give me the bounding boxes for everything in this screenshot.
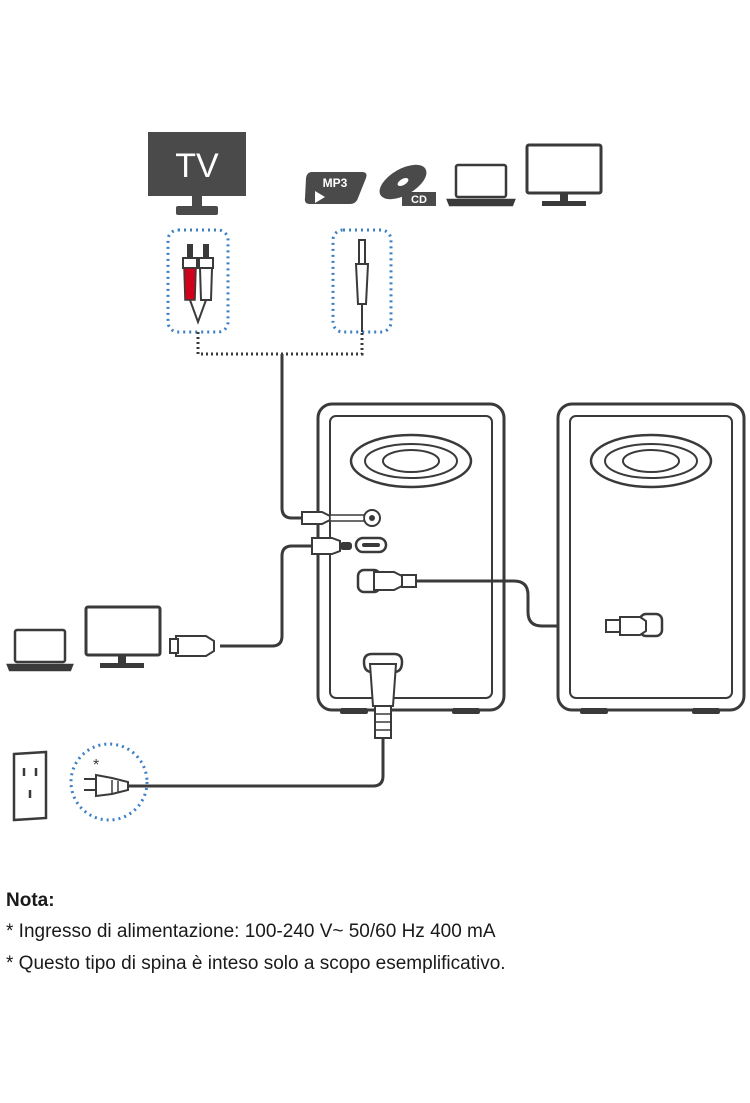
monitor-icon: [525, 143, 603, 206]
wall-outlet-icon: [12, 750, 48, 822]
mp3-label: MP3: [323, 176, 348, 190]
power-plug-icon: [84, 773, 129, 798]
plug-highlight-circle: [69, 742, 149, 822]
usb-a-plug: [169, 635, 215, 657]
note-line-plug: * Questo tipo di spina è inteso solo a s…: [6, 953, 506, 974]
power-plug-iec: [368, 663, 398, 739]
rca-cable-icon: [166, 228, 230, 334]
left-speaker-back: [316, 402, 506, 714]
laptop-icon-bottom: [6, 628, 74, 672]
aux-plug: [301, 511, 365, 525]
tv-icon: TV: [148, 132, 246, 215]
speaker-link-cable: [416, 579, 606, 628]
usb-c-plug: [311, 537, 352, 555]
cd-player-icon: CD: [379, 164, 436, 206]
right-speaker-back: [556, 402, 746, 714]
speaker-link-plug-right: [605, 616, 647, 636]
tv-label: TV: [175, 147, 219, 185]
connection-diagram: TV MP3 CD: [6, 132, 746, 822]
bass-port: [349, 433, 473, 489]
note-section: Nota: * Ingresso di alimentazione: 100-2…: [6, 890, 726, 983]
cd-label: CD: [411, 194, 427, 206]
laptop-icon: [446, 163, 516, 207]
cable-join-dotted: [196, 332, 364, 356]
monitor-icon-bottom: [84, 605, 162, 668]
usb-cable-line: [220, 544, 312, 648]
usb-c-port: [354, 536, 388, 554]
aux-cable-line: [280, 354, 302, 520]
note-title: Nota:: [6, 890, 55, 911]
aux-cable-icon: [331, 228, 393, 334]
speaker-link-plug-left: [373, 571, 417, 591]
note-line-power: * Ingresso di alimentazione: 100-240 V~ …: [6, 921, 496, 942]
outlet-asterisk: *: [93, 757, 99, 774]
mp3-player-icon: MP3: [304, 172, 367, 204]
power-cable-line: [128, 738, 385, 788]
power-socket: [362, 652, 404, 674]
